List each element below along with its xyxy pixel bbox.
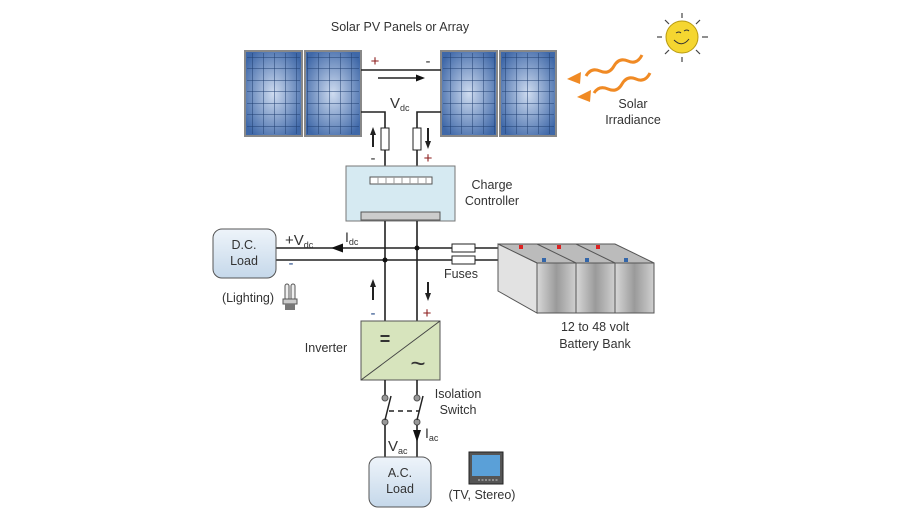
fuse-icon	[380, 127, 390, 151]
charge-controller	[345, 165, 456, 222]
ac-current-label: Iac	[425, 425, 439, 443]
arrow-head-icon	[416, 74, 425, 82]
irradiance-arrows-icon	[584, 54, 652, 94]
ac-load-label: A.C.	[388, 466, 412, 480]
arrow-up-icon	[370, 127, 376, 135]
controller-label: Controller	[465, 194, 519, 208]
controller-label: Charge	[472, 178, 513, 192]
junction-dot	[414, 245, 420, 251]
minus-sign: -	[426, 53, 431, 70]
ac-load-box	[368, 456, 432, 508]
battery-label: 12 to 48 volt	[561, 320, 630, 334]
solar-panels	[244, 50, 557, 137]
tv-label: (TV, Stereo)	[449, 488, 516, 502]
arrow-down-icon	[425, 293, 431, 301]
inverter-plus: +	[423, 305, 432, 322]
junction-dot	[382, 257, 388, 263]
diagram-title: Solar PV Panels or Array	[331, 20, 470, 34]
lighting-label: (Lighting)	[222, 291, 274, 305]
dc-minus: -	[289, 255, 294, 272]
arrow-down-icon	[413, 430, 421, 442]
solar-panel	[499, 50, 557, 137]
arrow-left-icon	[331, 243, 343, 253]
ac-voltage-label: Vac	[388, 438, 408, 456]
solar-panel	[244, 50, 303, 137]
switch-label: Switch	[440, 403, 477, 417]
light-bulb-icon	[282, 283, 298, 310]
dc-current-label: Idc	[345, 229, 359, 247]
vdc-label: Vdc	[390, 95, 410, 113]
solar-panel	[440, 50, 498, 137]
ac-symbol: ~	[410, 348, 425, 378]
dc-symbol: =	[380, 329, 391, 349]
dc-load-label: Load	[230, 254, 258, 268]
dc-load-label: D.C.	[232, 238, 257, 252]
fuse-icon	[412, 127, 422, 151]
controller-minus: -	[371, 150, 376, 167]
arrow-up-icon	[370, 279, 376, 287]
inverter-label: Inverter	[305, 341, 347, 355]
fuse-icon	[451, 255, 476, 265]
fuses-label: Fuses	[444, 267, 478, 281]
tv-icon	[468, 451, 504, 485]
dc-load-box	[212, 228, 277, 279]
dc-voltage-label: +Vdc	[285, 232, 314, 250]
inverter	[360, 320, 441, 381]
irradiance-label: Solar	[618, 97, 647, 111]
battery-label: Battery Bank	[559, 337, 631, 351]
plus-sign: +	[371, 53, 380, 70]
switch-label: Isolation	[435, 387, 482, 401]
arrow-down-icon	[425, 141, 431, 149]
inverter-minus: -	[371, 305, 376, 322]
ac-load-label: Load	[386, 482, 414, 496]
sun-icon	[657, 13, 708, 62]
fuse-icon	[451, 243, 476, 253]
controller-plus: +	[424, 150, 433, 167]
irradiance-label: Irradiance	[605, 113, 661, 127]
battery-bank	[497, 243, 655, 314]
solar-panel	[304, 50, 362, 137]
